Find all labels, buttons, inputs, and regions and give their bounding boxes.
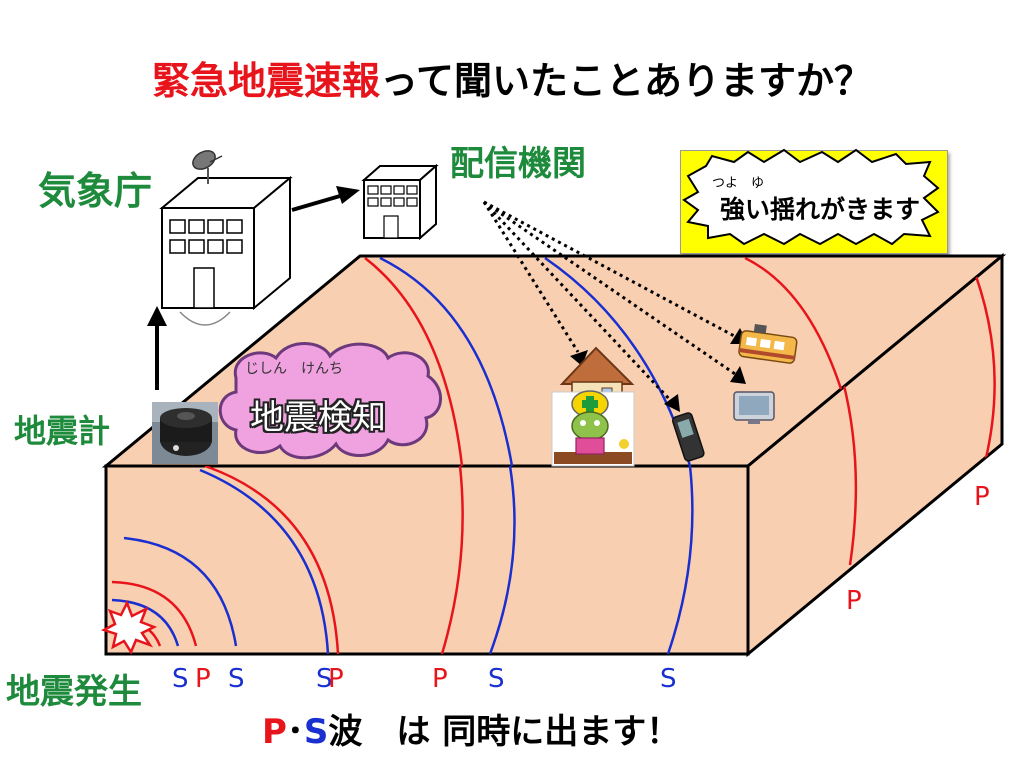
detection-text: 地震検知 xyxy=(250,398,386,438)
front-s-wave-2 xyxy=(123,536,238,647)
earthquake-occurrence-label: 地震発生 xyxy=(6,672,142,712)
mobile-phone-icon xyxy=(671,412,705,462)
wave-label-s: S xyxy=(660,664,677,694)
front-s-wave-4 xyxy=(488,466,516,654)
title-highlight: 緊急地震速報 xyxy=(151,59,380,103)
page-title: 緊急地震速報って聞いたことありますか？ xyxy=(0,50,1024,105)
jma-label: 気象庁 xyxy=(38,169,153,213)
detection-cloud xyxy=(218,342,442,460)
caption-rest: 波 は 同時に出ます！ xyxy=(328,712,681,752)
arrowhead-phone xyxy=(664,394,680,412)
caption: P･S波 は 同時に出ます！ xyxy=(262,704,680,753)
mascot-icon xyxy=(551,390,635,467)
front-s-wave-5 xyxy=(666,466,694,654)
ground-front-face xyxy=(104,464,750,656)
caption-s: S xyxy=(303,712,329,752)
warning-text: 強い揺れがきます xyxy=(720,195,921,224)
satellite-dish-icon xyxy=(192,150,223,184)
seismometer-icon xyxy=(152,402,218,464)
detection-ruby: じしん けんち xyxy=(245,361,343,377)
explosion-icon xyxy=(100,599,158,655)
arrowhead-tv xyxy=(730,366,746,384)
distribution-building-icon xyxy=(361,163,439,241)
wave-label-s: S xyxy=(316,664,333,694)
wave-label-s: S xyxy=(172,664,189,694)
front-s-wave-3 xyxy=(199,468,330,654)
top-p-wave-1 xyxy=(364,257,464,466)
wave-label-p-side: P xyxy=(846,586,862,616)
wave-label-p-side: P xyxy=(974,482,990,512)
warning-burst xyxy=(682,148,940,246)
arrowhead-right xyxy=(336,186,360,204)
wave-label-s: S xyxy=(488,664,505,694)
front-p-wave-3 xyxy=(204,466,340,654)
arrow-jma-to-distribution xyxy=(291,194,341,212)
caption-dot: ･ xyxy=(286,712,304,752)
dotted-arrow-to-tv xyxy=(483,200,739,378)
wave-label-s: S xyxy=(228,664,245,694)
warning-ruby: つよ ゆ xyxy=(712,176,765,191)
front-p-wave-4 xyxy=(440,466,464,654)
jma-building-icon xyxy=(159,175,293,326)
distribution-label: 配信機関 xyxy=(450,144,586,184)
caption-p: P xyxy=(262,712,287,752)
television-icon xyxy=(733,391,775,424)
train-icon xyxy=(738,323,798,364)
wave-label-p: P xyxy=(328,664,344,694)
front-s-wave-1 xyxy=(111,598,180,647)
side-p-wave-2 xyxy=(968,259,996,463)
title-rest: って聞いたことありますか？ xyxy=(379,59,873,103)
seismometer-label: 地震計 xyxy=(14,412,111,450)
dotted-arrow-to-train xyxy=(483,200,739,340)
dotted-arrow-to-house xyxy=(482,201,580,353)
wave-label-p: P xyxy=(432,664,448,694)
wave-label-p: P xyxy=(195,664,211,694)
arrowhead-up xyxy=(147,306,167,326)
ground-side-face xyxy=(746,252,1004,658)
top-s-wave-1 xyxy=(379,256,514,466)
front-p-wave-2 xyxy=(111,580,198,647)
